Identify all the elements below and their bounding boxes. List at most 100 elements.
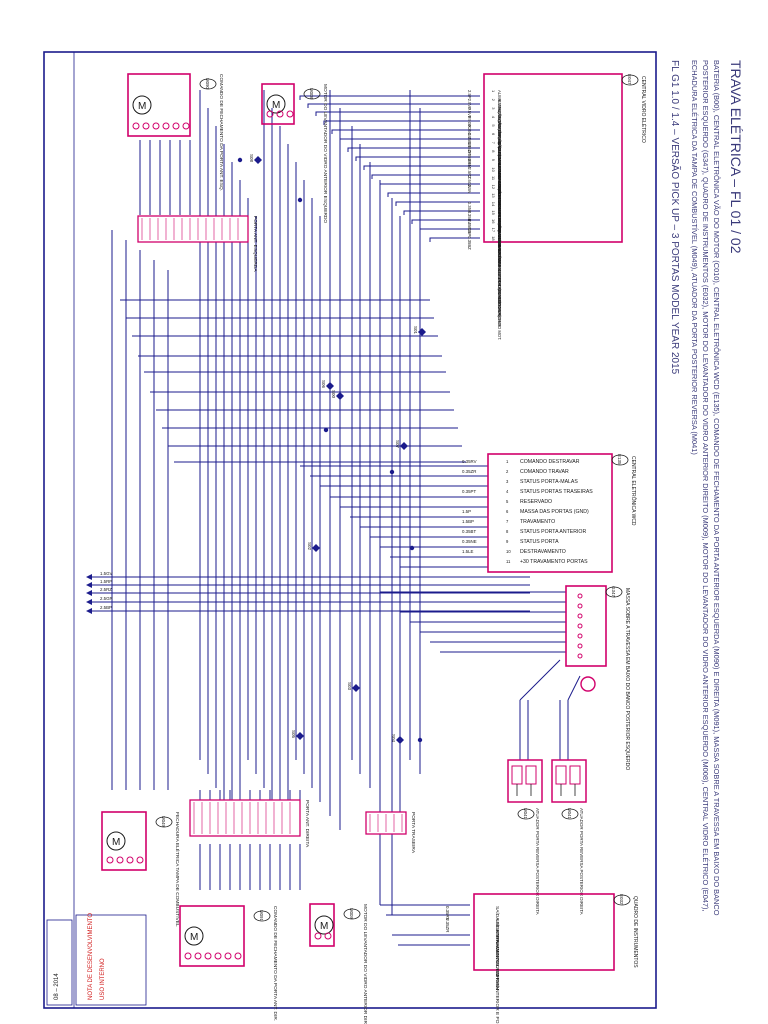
component-name: COMANDO DE FECHAMENTO DA PORTA ANT. DIR. [272,906,278,1021]
wire [371,174,480,179]
wire [315,111,480,116]
motor-letter: M [320,921,328,932]
pin-number: 7 [506,519,509,524]
sheet-id: 08 – 2014 [54,973,60,1000]
model-line: FL G1 1.0 / 1.4 – VERSÃO PICK UP – 3 POR… [669,60,682,375]
component-code: E047 [627,74,632,85]
pin-number: 5 [506,499,509,504]
wire-code: 2.5RZ [467,167,472,179]
pin-description: SAÍDA DESTRAVAMENTO COM F.I.S. [494,906,501,989]
terminal [577,633,583,639]
pin-description: +30 TRAVAMENTO PORTAS [520,559,588,565]
pin-description: MASSA DAS PORTAS (GND) [520,509,589,515]
splice-label: S00 [331,390,336,399]
wire-code: 0.35BM [467,150,472,165]
wire [363,165,480,170]
footer-block: 08 – 2014 NOTA DE DESENVOLVIMENTO USO IN… [46,913,147,1006]
pin-description: RESERVADO [520,499,552,505]
wire [403,210,480,215]
component-code: M091 [259,910,264,921]
wire-code: 1.5P [467,228,472,237]
terminal [142,122,150,130]
splice-dot [417,737,423,743]
terminal [286,110,294,118]
pin-number: 9 [506,539,509,544]
pin-description: ALIMENTAÇÃO (INT) [497,116,502,157]
terminal [152,122,160,130]
terminal [106,856,114,864]
pin-number: 18 [491,236,496,241]
splice-label: S08 [249,154,254,163]
component-m041r: M041 ATUADOR PORTA REVERSA POSTERIOR DIRE… [551,759,587,915]
motor-letter: M [138,101,146,112]
terminal [577,643,583,649]
component-name: ATUADOR PORTA REVERSA POSTERIOR DIREITA [579,808,584,915]
wire [331,129,480,134]
pin-description: COMANDO TRAVAR [520,469,569,475]
terminal [116,856,124,864]
splice-label: S02 [307,542,312,551]
splice-node: S01 [413,326,426,336]
terminal [194,952,202,960]
pin-description: ALIM. MOTOR VIDRO ELETR. LADO PASS. [497,159,502,243]
wire-code: 2.5GN [467,176,472,188]
pin-number: 3 [491,107,496,110]
side-wire-code: 1.5GV [100,571,113,576]
component-name: QUADRO DE INSTRUMENTOS [632,896,638,968]
wire-code: 0.35ZP [467,142,472,156]
splice-label: S04 [391,734,396,743]
pin-number: 17 [491,228,496,233]
terminal [577,603,583,609]
motor-symbol [106,831,126,851]
side-wire-code: 2.5GR [100,596,113,601]
pin-description: COMANDO DESTRAVAR [520,459,580,465]
splice-node: S00 [331,390,344,400]
splice-node: S03 [347,682,360,692]
component-name: MOTOR DO LEVANTADOR DO VIDRO ANTERIOR DI… [362,904,368,1024]
splice-dot [297,197,303,203]
subtitle-line-2: POSTERIOR ESQUERDO (G347), QUADRO DE INS… [701,60,710,912]
pin-description: ENTRADA SINAL PORTA ANTERIOR E POSTERIOR [494,930,500,1024]
pin-description: SINAL NEG. VIDRO ELETR. LADO PASS. [497,176,502,255]
wire [355,156,480,161]
terminal [204,952,212,960]
wire-code: 2.5N [467,185,472,194]
component-name: FECHADURA ELÉTRICA TAMPA DE COMBUSTÍVEL [174,812,181,927]
pin-description: STATUS PORTAS TRASEIRAS [520,489,593,495]
splice-dot [409,545,415,551]
terminal [577,653,583,659]
terminal [172,122,180,130]
pin-description: ALIMENTAÇÃO MOTOR VIDRO ELETR. LADO PASS… [497,90,502,192]
pin-number: 16 [491,219,496,224]
pin-description: SINAL NEG. COMANDO VIDRO ELETR. LADO PAS… [497,133,502,235]
arrow-head [86,582,92,588]
subtitle-block: BATERIA (B00), CENTRAL ELETRÔNICA VÃO DO… [712,60,721,916]
motor-letter: M [112,837,120,848]
connector-rear-door: PORTA TRASEIRA [365,811,416,854]
connector-label: PORTA ANT. ESQUERDA [252,216,258,272]
connector-label: PORTA ANT. DIREITA [304,800,310,848]
splice-node: S07 [395,440,408,450]
pin-number: 10 [491,167,496,172]
subtitle-line-1: BATERIA (B00), CENTRAL ELETRÔNICA VÃO DO… [712,60,721,916]
pin-number: 11 [491,176,496,181]
component-code: M041 [567,808,572,819]
wire-code: 1.5LE [462,549,474,554]
pin-description: ALIMENTAÇÃO MOTOR VIDRO ELETR. LADO MOT. [497,167,502,267]
pin-description: STATUS PORTA ANTERIOR [520,529,586,535]
terminal [132,122,140,130]
terminal [577,623,583,629]
wire [299,95,480,100]
pin-number: 15 [491,210,496,215]
motor-symbol [184,926,204,946]
splice-label: S03 [347,682,352,691]
splice-dot [237,157,243,163]
pin-number: 9 [491,159,496,162]
connector-door-left: PORTA ANT. ESQUERDA [137,215,258,272]
